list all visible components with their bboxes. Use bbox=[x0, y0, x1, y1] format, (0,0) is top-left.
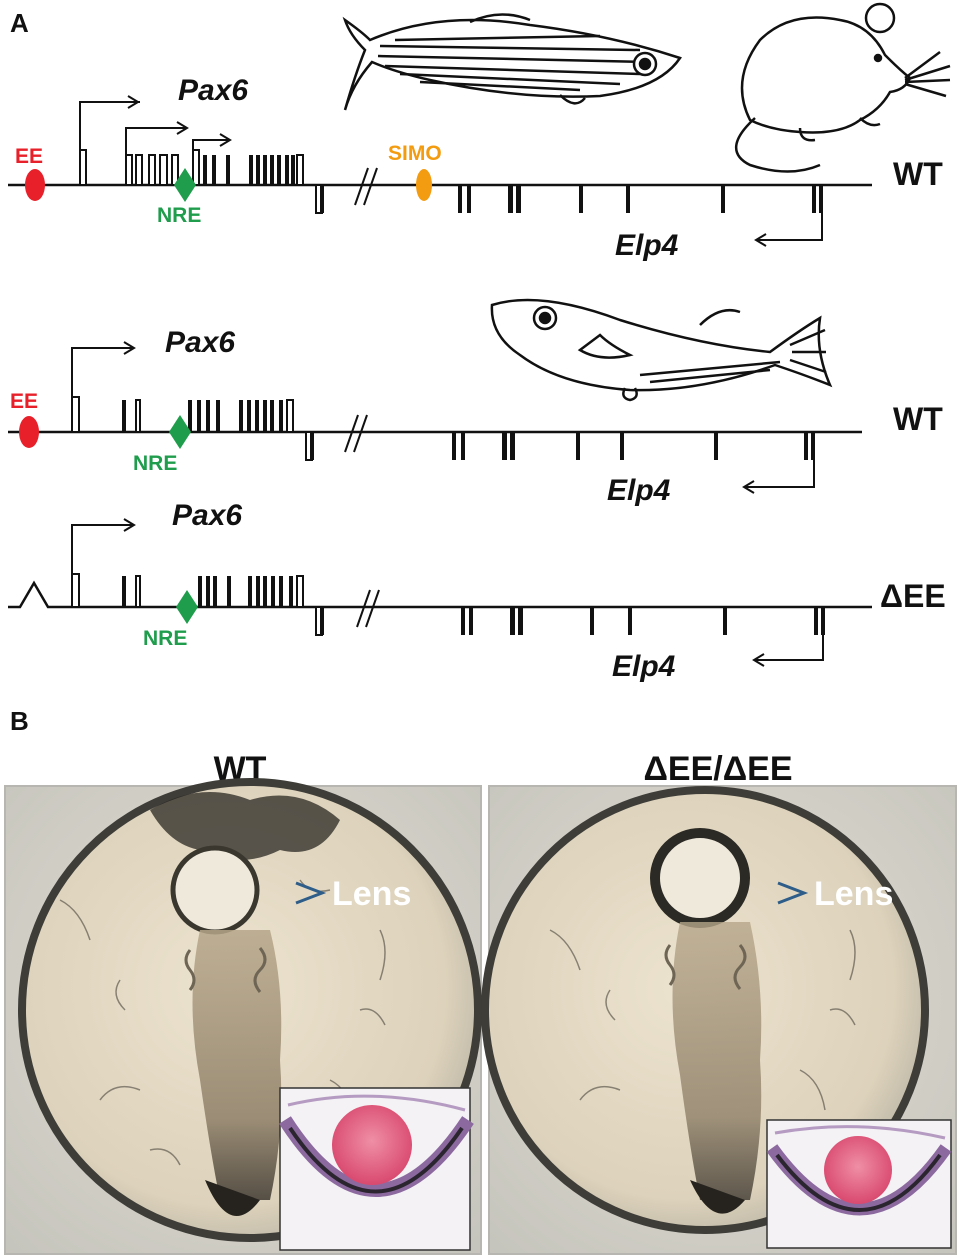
medaka-icon bbox=[490, 298, 833, 402]
lens-arrow-icon bbox=[777, 881, 809, 905]
nre-label: NRE bbox=[143, 627, 187, 650]
embryo-photo-mutant: Lens bbox=[481, 785, 957, 1255]
panel-a-label: A bbox=[10, 8, 29, 38]
photo-title-mutant: ΔEE/ΔEE bbox=[643, 750, 792, 788]
locus-row-3: NRE Pax6 Elp4 ΔEE bbox=[8, 499, 946, 683]
pax6-gene-label: Pax6 bbox=[165, 326, 235, 359]
lens-arrow-icon bbox=[295, 881, 327, 905]
locus-row-1: EE NRE SIMO Pax6 Elp4 WT bbox=[8, 74, 943, 262]
embryo-photo-wt: Lens bbox=[4, 778, 482, 1255]
eye-histology-inset bbox=[766, 1119, 952, 1249]
nre-element-marker bbox=[176, 590, 198, 624]
genotype-label: ΔEE bbox=[880, 578, 946, 614]
nre-label: NRE bbox=[133, 452, 177, 475]
locus-row-2: EE NRE Pax6 Elp4 WT bbox=[8, 326, 943, 507]
simo-label: SIMO bbox=[388, 142, 442, 165]
genotype-label: WT bbox=[893, 156, 943, 192]
nre-element-marker bbox=[174, 168, 196, 202]
mouse-icon bbox=[734, 2, 951, 173]
pax6-gene-label: Pax6 bbox=[172, 499, 242, 532]
nre-label: NRE bbox=[157, 204, 201, 227]
simo-element-marker bbox=[416, 169, 432, 201]
ee-label: EE bbox=[15, 145, 43, 168]
ee-element-marker bbox=[19, 416, 39, 448]
elp4-gene-label: Elp4 bbox=[607, 474, 671, 507]
lens-annotation: Lens bbox=[332, 875, 411, 913]
elp4-gene-label: Elp4 bbox=[615, 229, 679, 262]
ee-label: EE bbox=[10, 390, 38, 413]
lens-annotation: Lens bbox=[814, 875, 893, 913]
ee-element-marker bbox=[25, 169, 45, 201]
nre-element-marker bbox=[169, 415, 191, 449]
eye-histology-inset bbox=[279, 1087, 474, 1251]
pax6-gene-label: Pax6 bbox=[178, 74, 248, 107]
elp4-gene-label: Elp4 bbox=[612, 650, 676, 683]
genotype-label: WT bbox=[893, 401, 943, 437]
panel-b-label: B bbox=[10, 706, 29, 736]
zebrafish-icon bbox=[342, 13, 682, 111]
